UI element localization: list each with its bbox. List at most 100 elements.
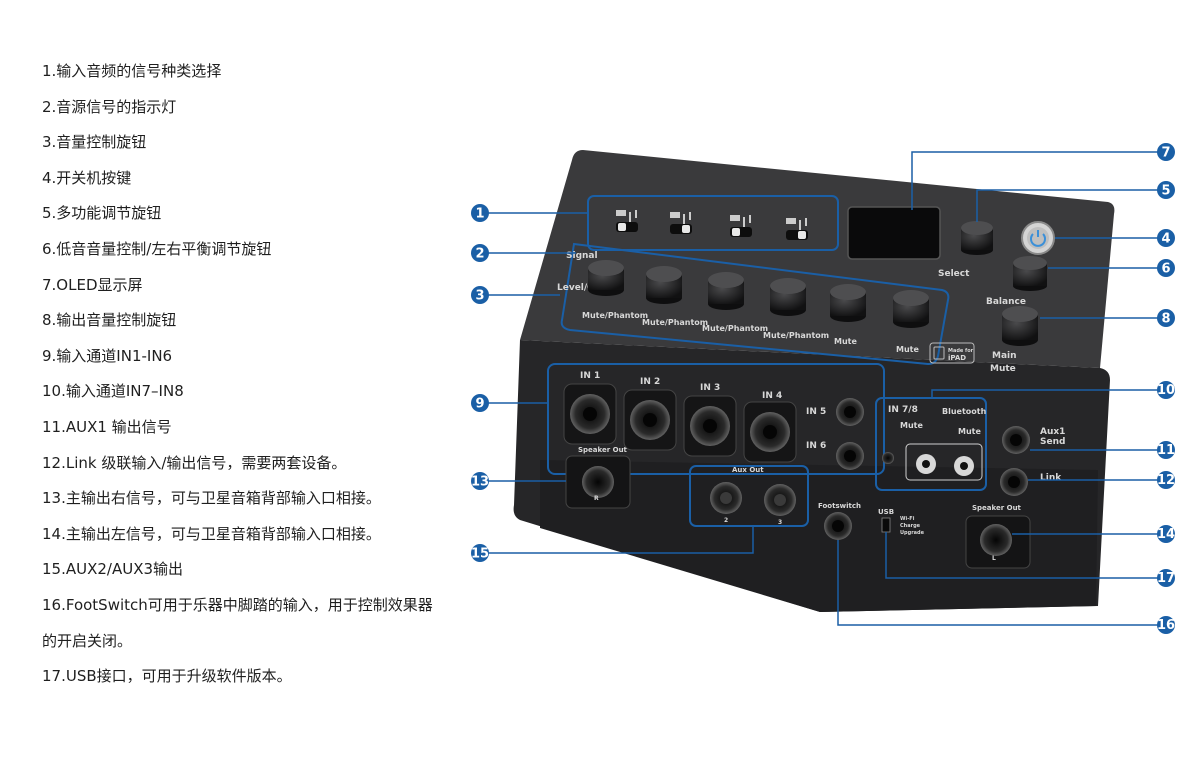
select-label: Select (938, 269, 970, 279)
in5-label: IN 5 (806, 407, 826, 417)
in6-label: IN 6 (806, 441, 826, 451)
bluetooth-mute-label: Mute (958, 427, 981, 436)
bass-balance-knob[interactable] (1013, 256, 1047, 291)
callout-9: 9 (471, 394, 489, 412)
aux3-number: 3 (778, 519, 782, 526)
in4-label: IN 4 (762, 391, 782, 401)
footswitch-label: Footswitch (818, 502, 861, 510)
leader-7 (911, 151, 1158, 210)
legend-item-11: 11.AUX1 输出信号 (42, 417, 172, 436)
mute-phantom-label-1: Mute/Phantom (582, 311, 648, 320)
legend-item-14: 14.主输出左信号，可与卫星音箱背部输入口相接。 (42, 524, 381, 543)
legend-item-2: 2.音源信号的指示灯 (42, 97, 177, 116)
oled-display (847, 206, 941, 260)
aux2-number: 2 (724, 517, 728, 524)
leader-16 (837, 540, 1158, 626)
legend-item-16-cont: 的开启关闭。 (42, 631, 133, 650)
mini-jack-in78[interactable] (882, 452, 894, 464)
r-label: R (594, 495, 599, 502)
speakon-out-right[interactable] (565, 455, 631, 509)
callout-11: 11 (1157, 441, 1175, 459)
volume-knob-1[interactable] (588, 260, 624, 296)
callout-7: 7 (1157, 143, 1175, 161)
callout-1: 1 (471, 204, 489, 222)
jack-link[interactable] (1000, 468, 1028, 496)
speaker-out-l-label: Speaker Out (972, 504, 1022, 512)
leader-10 (931, 389, 1158, 398)
svg-text:11: 11 (1157, 443, 1175, 458)
legend-item-9: 9.输入通道IN1-IN6 (42, 346, 173, 365)
aux-out-label: Aux Out (732, 466, 764, 474)
link-label: Link (1040, 473, 1062, 483)
jack-aux1-send[interactable] (1002, 426, 1030, 454)
mute-label-6: Mute (896, 345, 919, 354)
volume-knob-5[interactable] (830, 284, 866, 322)
volume-knob-4[interactable] (770, 278, 806, 316)
jack-in5[interactable] (836, 398, 864, 426)
level-gain-label: Level/Gain (557, 283, 610, 293)
svg-text:12: 12 (1157, 473, 1175, 488)
inputs-in7-in8-outline (875, 397, 987, 491)
svg-text:10: 10 (1157, 383, 1175, 398)
made-for-label: Made for (948, 348, 974, 354)
svg-text:7: 7 (1161, 146, 1170, 161)
legend-item-13: 13.主输出右信号，可与卫星音箱背部输入口相接。 (42, 489, 381, 508)
mute-phantom-label-3: Mute/Phantom (702, 324, 768, 333)
legend-item-5: 5.多功能调节旋钮 (42, 204, 162, 223)
combo-jack-in3[interactable] (683, 395, 737, 457)
volume-knob-6[interactable] (893, 290, 929, 328)
combo-jack-in4[interactable] (743, 401, 797, 463)
main-label: Main (992, 351, 1017, 361)
callout-markers: 1 2 3 9 13 15 7 5 4 6 8 10 11 12 14 17 1… (471, 143, 1175, 634)
legend-item-12: 12.Link 级联输入/输出信号，需要两套设备。 (42, 453, 347, 472)
legend-item-8: 8.输出音量控制旋钮 (42, 311, 177, 330)
xlr-aux3[interactable] (764, 484, 796, 516)
svg-text:9: 9 (475, 397, 484, 412)
jack-in6[interactable] (836, 442, 864, 470)
svg-text:13: 13 (471, 475, 489, 490)
svg-text:5: 5 (1161, 184, 1170, 199)
balance-label: Balance (986, 297, 1026, 307)
multi-function-knob[interactable] (961, 221, 993, 255)
usb-port[interactable] (881, 517, 891, 533)
legend-item-17: 17.USB接口，可用于升级软件版本。 (42, 667, 292, 686)
usb-note-upgrade: Upgrade (900, 530, 925, 536)
svg-text:4: 4 (1161, 232, 1170, 247)
combo-jack-in2[interactable] (623, 389, 677, 451)
rca-jack-right[interactable] (954, 456, 974, 476)
signal-label: Signal (566, 251, 598, 261)
usb-label: USB (878, 508, 894, 516)
inputs-in1-in6-outline (547, 363, 885, 475)
input-type-switches (587, 195, 839, 251)
in2-label: IN 2 (640, 377, 660, 387)
mute-phantom-label-4: Mute/Phantom (763, 331, 829, 340)
volume-knob-2[interactable] (646, 266, 682, 304)
rca-jack-left[interactable] (916, 454, 936, 474)
aux1-label: Aux1 (1040, 427, 1065, 437)
speaker-out-r-label: Speaker Out (578, 446, 628, 454)
l-label: L (992, 555, 996, 562)
callout-2: 2 (471, 244, 489, 262)
in3-label: IN 3 (700, 383, 720, 393)
callout-14: 14 (1157, 525, 1175, 543)
legend-item-16: 16.FootSwitch可用于乐器中脚踏的输入，用于控制效果器 (42, 595, 433, 614)
volume-knob-3[interactable] (708, 272, 744, 310)
legend-item-10: 10.输入通道IN7–IN8 (42, 382, 184, 401)
svg-text:15: 15 (471, 547, 489, 562)
callout-6: 6 (1157, 259, 1175, 277)
svg-text:16: 16 (1157, 618, 1175, 633)
power-button[interactable] (1021, 221, 1055, 255)
svg-text:8: 8 (1161, 312, 1170, 327)
rca-plate (905, 443, 983, 481)
callout-10: 10 (1157, 381, 1175, 399)
xlr-aux2[interactable] (710, 482, 742, 514)
main-volume-knob[interactable] (1002, 306, 1038, 346)
mute-phantom-label-2: Mute/Phantom (642, 318, 708, 327)
speakon-out-left[interactable] (965, 515, 1031, 569)
combo-jack-in1[interactable] (563, 383, 617, 445)
ipad-label: iPAD (948, 354, 966, 362)
in78-label: IN 7/8 (888, 405, 918, 415)
jack-footswitch[interactable] (824, 512, 852, 540)
callout-3: 3 (471, 286, 489, 304)
